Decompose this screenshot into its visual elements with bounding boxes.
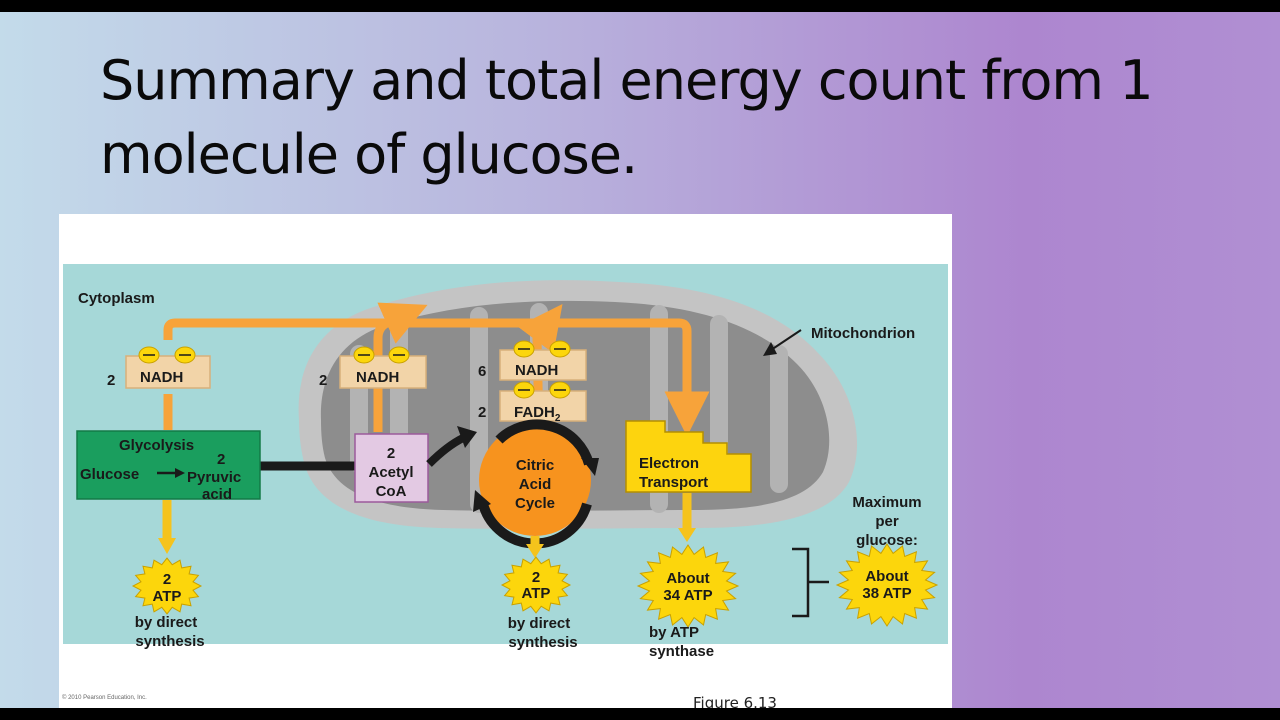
cellular-respiration-diagram: Cytoplasm Mitochondrion 2 NADH 2 NADH: [63, 264, 948, 660]
cycle-line3: Cycle: [515, 495, 555, 512]
glycolysis-title: Glycolysis: [119, 437, 194, 454]
cytoplasm-label: Cytoplasm: [78, 290, 155, 307]
acetyl-line3: CoA: [376, 483, 407, 500]
citric-nadh-count: 6: [478, 363, 486, 380]
acetyl-nadh-box: [339, 355, 427, 389]
citric-fadh-box: [499, 390, 587, 422]
electron-transport-line2: Transport: [639, 474, 708, 491]
citric-nadh-box: [499, 349, 587, 381]
glycolysis-atp-label: ATP: [153, 588, 182, 605]
glycolysis-product-count: 2: [217, 451, 225, 468]
glycolysis-glucose-label: Glucose: [80, 466, 139, 483]
slide-title: Summary and total energy count from 1 mo…: [100, 49, 1154, 186]
cycle-atp-star: [500, 556, 572, 614]
citric-nadh-label: NADH: [515, 362, 558, 379]
cycle-line1: Citric: [516, 457, 554, 474]
acetyl-nadh-stem: [373, 302, 428, 432]
citric-fadh-count: 2: [478, 404, 486, 421]
electron-atp-line1: About: [666, 570, 709, 587]
electron-note-line1: by ATP: [649, 624, 699, 641]
mitochondrion-pointer-arrow: [770, 329, 802, 351]
electron-transport-box: [625, 420, 752, 493]
mitochondrion-label: Mitochondrion: [811, 325, 915, 342]
maximum-line2: per: [875, 513, 899, 530]
citric-acid-cycle: [479, 424, 591, 536]
glycolysis-atp-star: [131, 557, 203, 615]
acetyl-line2: Acetyl: [368, 464, 413, 481]
mitochondrion-pointer-arrowhead: [763, 342, 777, 356]
maximum-atp-star: [835, 543, 939, 627]
electron-note-line2: synthase: [649, 643, 714, 660]
glycolysis-note-line1: by direct: [135, 614, 198, 631]
citric-fadh-label: FADH2: [514, 404, 561, 424]
glycolysis-note-line2: synthesis: [135, 633, 204, 650]
acetyl-nadh-count: 2: [319, 372, 327, 389]
acetyl-line1: 2: [387, 445, 395, 462]
maximum-atp-line2: 38 ATP: [862, 585, 911, 602]
figure-panel: Cytoplasm Mitochondrion 2 NADH 2 NADH: [59, 214, 952, 708]
acetyl-nadh-label: NADH: [356, 369, 399, 386]
cycle-line2: Acid: [519, 476, 552, 493]
glycolysis-product-line1: Pyruvic: [187, 469, 241, 486]
total-bracket: [792, 547, 829, 618]
slide: Summary and total energy count from 1 mo…: [0, 12, 1280, 708]
figure-caption: Figure 6.13: [693, 694, 777, 708]
cycle-atp-count: 2: [532, 569, 540, 586]
glycolysis-nadh-label: NADH: [140, 369, 183, 386]
electron-atp-star: [636, 544, 740, 628]
cycle-note-line1: by direct: [508, 615, 571, 632]
copyright-notice: © 2010 Pearson Education, Inc.: [62, 695, 147, 701]
cycle-atp-label: ATP: [522, 585, 551, 602]
electron-transport-line1: Electron: [639, 455, 699, 472]
electron-atp-line2: 34 ATP: [663, 587, 712, 604]
glycolysis-nadh-box: [125, 355, 211, 389]
cycle-note-line2: synthesis: [508, 634, 577, 651]
maximum-atp-line1: About: [865, 568, 908, 585]
acetyl-coa-box: [354, 433, 429, 503]
acetyl-to-cycle-arrow: [426, 434, 465, 467]
glycolysis-product-line2: acid: [202, 486, 232, 503]
glycolysis-nadh-count: 2: [107, 372, 115, 389]
glycolysis-atp-count: 2: [163, 571, 171, 588]
maximum-line1: Maximum: [852, 494, 921, 511]
maximum-line3: glucose:: [856, 532, 918, 549]
glycolysis-box: [76, 430, 261, 500]
